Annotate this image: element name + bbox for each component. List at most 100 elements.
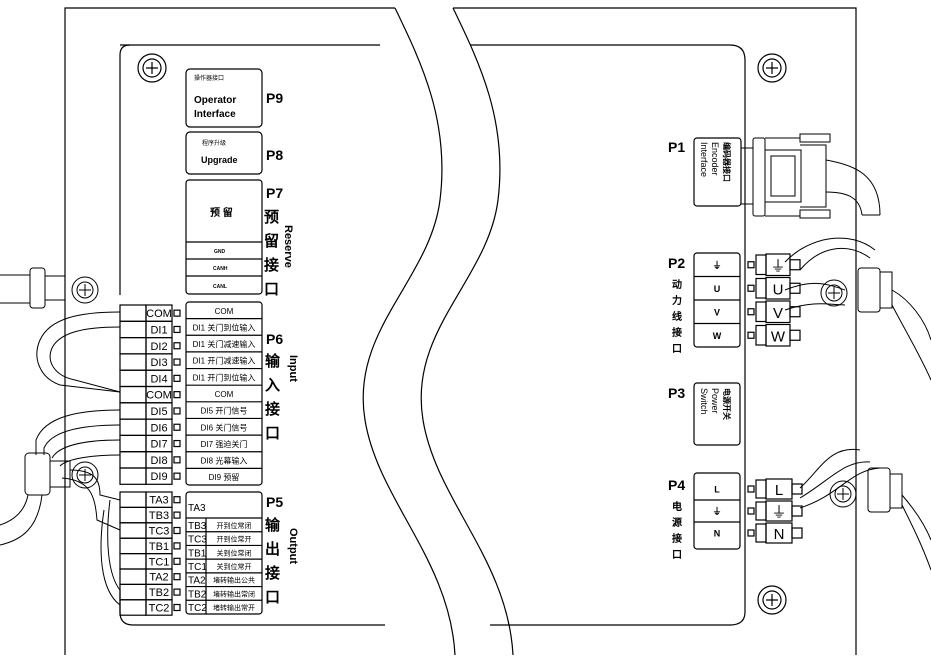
p3-connector [693, 382, 741, 446]
p5-row-code: TA2 [188, 576, 206, 587]
p4-terminal-block: L ⏚ N [747, 478, 803, 544]
p6-side-2: 入 [265, 377, 280, 394]
terminal-pin-label: TB1 [149, 541, 169, 553]
terminal-pin-label: DI1 [150, 324, 167, 336]
p7-id: P7 [266, 185, 283, 201]
terminal-pin-label: TC2 [149, 603, 170, 615]
p4-terminal-slot [755, 523, 767, 543]
p5-row-label: 堵转输出公共 [213, 576, 255, 585]
p1-line-3: Interface [699, 142, 709, 177]
terminal-pad [173, 407, 181, 415]
p2-terminal-slot [755, 324, 767, 346]
p4-terminal-label: L [775, 482, 783, 499]
terminal-pad [173, 542, 181, 550]
terminal-wire-slot [119, 369, 147, 388]
p6-row-label: DI7 强迫关门 [201, 439, 248, 449]
p6-side-1: 输 [265, 352, 281, 370]
p2-pad [747, 261, 755, 269]
p2-wire-entry [789, 259, 801, 271]
p4-pad [747, 485, 755, 493]
p7-side-1: 预 [264, 209, 279, 226]
terminal-pin-label: COM [146, 308, 172, 320]
terminal-pad [173, 557, 181, 565]
p5-connector [185, 491, 263, 615]
terminal-pin-label: DI3 [150, 357, 167, 369]
terminal-pad [173, 573, 181, 581]
p1-line-2: Encoder [710, 142, 720, 176]
terminal-pin-label: TC3 [149, 526, 170, 538]
terminal-pin-cell [145, 467, 173, 485]
terminal-wire-slot [119, 522, 147, 539]
p6-row-label: DI6 关门信号 [201, 422, 248, 432]
p9-en-label-2: Interface [194, 109, 236, 120]
p2-terminal-label: V [773, 305, 783, 322]
p2-terminal-slot [755, 277, 767, 299]
p2-side-4: 接 [672, 326, 682, 339]
p5-row-label: 堵转输出常开 [213, 603, 255, 612]
p9-id: P9 [266, 90, 283, 106]
terminal-pad [173, 526, 181, 535]
right-board [470, 44, 787, 626]
p4-wiring [799, 448, 931, 571]
p2-terminal-label: ⏚ [770, 258, 785, 275]
terminal-pad [173, 309, 181, 317]
p5-side-1: 输 [265, 516, 281, 534]
p4-wire-entry [791, 505, 803, 517]
terminal-pin-label: COM [146, 390, 172, 402]
p4-pad [747, 507, 755, 515]
p9-connector [185, 68, 263, 128]
terminal-pin-label: DI9 [150, 471, 167, 483]
terminal-pin-label: TB3 [149, 510, 169, 522]
p3-line-1: 电源开关 [722, 388, 732, 420]
p8-en-label: Upgrade [201, 155, 238, 165]
p5-row-code: TC3 [188, 535, 207, 546]
left-wiring [0, 267, 121, 606]
terminal-pad [173, 439, 181, 448]
p2-row-label: V [714, 307, 720, 317]
terminal-pad [173, 603, 181, 612]
p2-connector: ⏚UVW [693, 252, 741, 348]
p5-row-label: 关到位常闭 [217, 548, 252, 557]
p4-wire-entry [791, 483, 803, 495]
terminal-pin-label: DI5 [150, 406, 167, 418]
p5-id: P5 [266, 494, 283, 510]
p4-pad [747, 529, 755, 537]
p3-line-2: Power [710, 388, 720, 414]
terminal-pin-label: DI8 [150, 455, 167, 467]
terminal-wire-slot [119, 552, 147, 570]
enclosure [64, 7, 857, 656]
p6-side-4: 口 [265, 425, 280, 442]
p2-terminal-block: ⏚UVW [747, 253, 801, 347]
p4-row-label: L [714, 485, 720, 495]
p4-terminal-label: N [774, 526, 785, 543]
terminal-pad [173, 588, 181, 596]
p2-side-5: 口 [672, 344, 682, 355]
p6-row-label: DI1 关门到位输入 [193, 322, 256, 332]
encoder-plug [740, 133, 881, 219]
p8-cn-label: 程序升级 [202, 139, 226, 147]
terminal-wire-slot [119, 434, 147, 453]
p6-row-label: COM [215, 307, 234, 316]
p4-side-3: 接 [672, 532, 682, 545]
p5-side-4: 口 [265, 589, 280, 606]
p6-input-label: Input [287, 355, 299, 382]
p2-terminal-label: U [773, 281, 784, 298]
terminal-wire-slot [119, 568, 147, 585]
p5-row-code: TB1 [188, 548, 207, 559]
terminal-wire-slot [119, 599, 147, 616]
p4-terminal-label: ⏚ [771, 504, 786, 521]
p6-row-label: DI1 开门到位输入 [193, 372, 256, 382]
p2-row-label: U [714, 284, 721, 294]
terminal-wire-slot [119, 320, 147, 339]
terminal-wire-slot [119, 491, 147, 508]
p5-row-code: TC2 [188, 603, 207, 614]
p1-line-1: 编码器接口 [722, 142, 732, 182]
p5-row-code: TB2 [188, 589, 207, 600]
terminal-pin-label: TA2 [149, 572, 168, 584]
left-terminal-strip: COMDI1DI2DI3DI4COMDI5DI6DI7DI8DI9TA3TB3T… [119, 304, 181, 616]
p9-cn-label: 操作器接口 [194, 74, 224, 82]
p5-row-code: TB3 [188, 521, 207, 532]
p2-pad [747, 308, 755, 316]
terminal-pin-label: DI4 [150, 373, 167, 385]
